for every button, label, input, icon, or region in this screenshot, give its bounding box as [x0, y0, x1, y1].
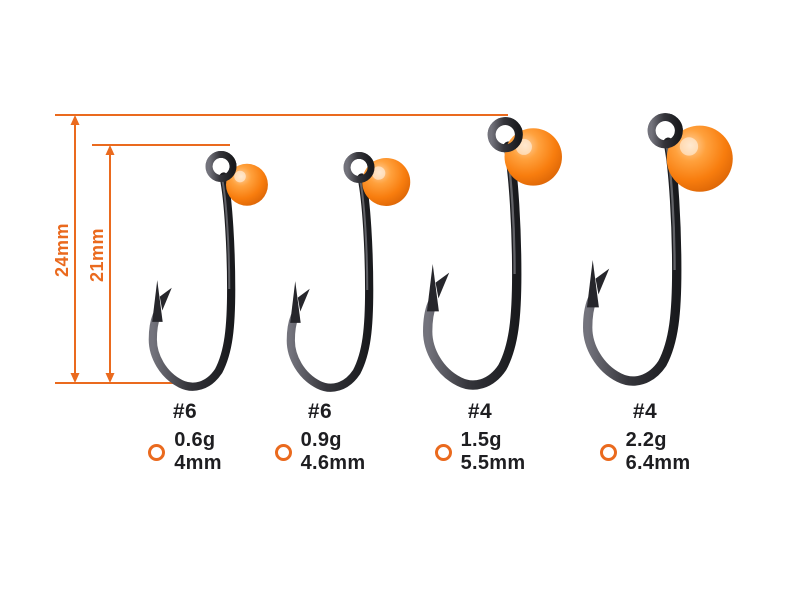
product-spec-3: #4 1.5g 5.5mm — [410, 400, 550, 475]
dimension-label-21mm: 21mm — [87, 227, 107, 283]
ball-head-icon — [599, 443, 617, 461]
weight-label: 2.2g — [625, 429, 667, 451]
ball-head-icon — [434, 443, 452, 461]
hook-wire — [290, 155, 371, 387]
spec-values: 0.9g 4.6mm — [301, 429, 366, 475]
weight-label: 1.5g — [460, 429, 502, 451]
arrow-down-icon — [105, 373, 115, 383]
hook-eye — [205, 150, 237, 182]
diameter-label: 6.4mm — [625, 452, 691, 474]
spec-values: 1.5g 5.5mm — [461, 429, 526, 475]
spec-row: 1.5g 5.5mm — [410, 429, 550, 475]
ball-highlight — [515, 138, 532, 155]
spec-row: 0.9g 4.6mm — [250, 429, 390, 475]
hook-eye — [647, 113, 683, 149]
jig-hook-1 — [145, 150, 268, 428]
hook-eye — [487, 117, 523, 153]
hook-size-label: #6 — [172, 400, 198, 423]
spec-row: 2.2g 6.4mm — [575, 429, 715, 475]
weight-label: 0.6g — [174, 429, 216, 451]
arrow-up-icon — [105, 145, 115, 155]
hook-wire — [152, 154, 233, 386]
dimension-label-24mm: 24mm — [52, 222, 72, 278]
ball-highlight — [371, 166, 386, 180]
jig-hook-3 — [419, 116, 562, 432]
hook-wire — [587, 117, 679, 381]
hook-wire — [427, 121, 519, 385]
tungsten-ball-head — [504, 128, 562, 186]
spec-values: 0.6g 4mm — [174, 429, 222, 475]
hook-eye — [343, 151, 375, 183]
diameter-label: 5.5mm — [460, 452, 526, 474]
jig-hook-4 — [579, 112, 733, 428]
ball-head-icon — [148, 443, 166, 461]
ball-highlight — [679, 137, 699, 156]
hook-size-label: #6 — [307, 400, 333, 423]
hook-size-label: #4 — [632, 400, 658, 423]
tungsten-ball-head — [225, 163, 268, 206]
product-spec-2: #6 0.9g 4.6mm — [250, 400, 390, 475]
arrow-down-icon — [70, 373, 80, 383]
product-spec-1: #6 0.6g 4mm — [115, 400, 255, 475]
ball-highlight — [234, 170, 246, 183]
jig-hook-2 — [283, 151, 411, 429]
spec-row: 0.6g 4mm — [115, 429, 255, 475]
spec-values: 2.2g 6.4mm — [626, 429, 691, 475]
ball-head-icon — [274, 443, 292, 461]
arrow-up-icon — [70, 115, 80, 125]
diameter-label: 4mm — [174, 452, 222, 474]
diameter-label: 4.6mm — [300, 452, 366, 474]
product-spec-4: #4 2.2g 6.4mm — [575, 400, 715, 475]
weight-label: 0.9g — [300, 429, 342, 451]
tungsten-ball-head — [666, 125, 733, 192]
tungsten-ball-head — [362, 157, 411, 206]
hook-size-label: #4 — [467, 400, 493, 423]
